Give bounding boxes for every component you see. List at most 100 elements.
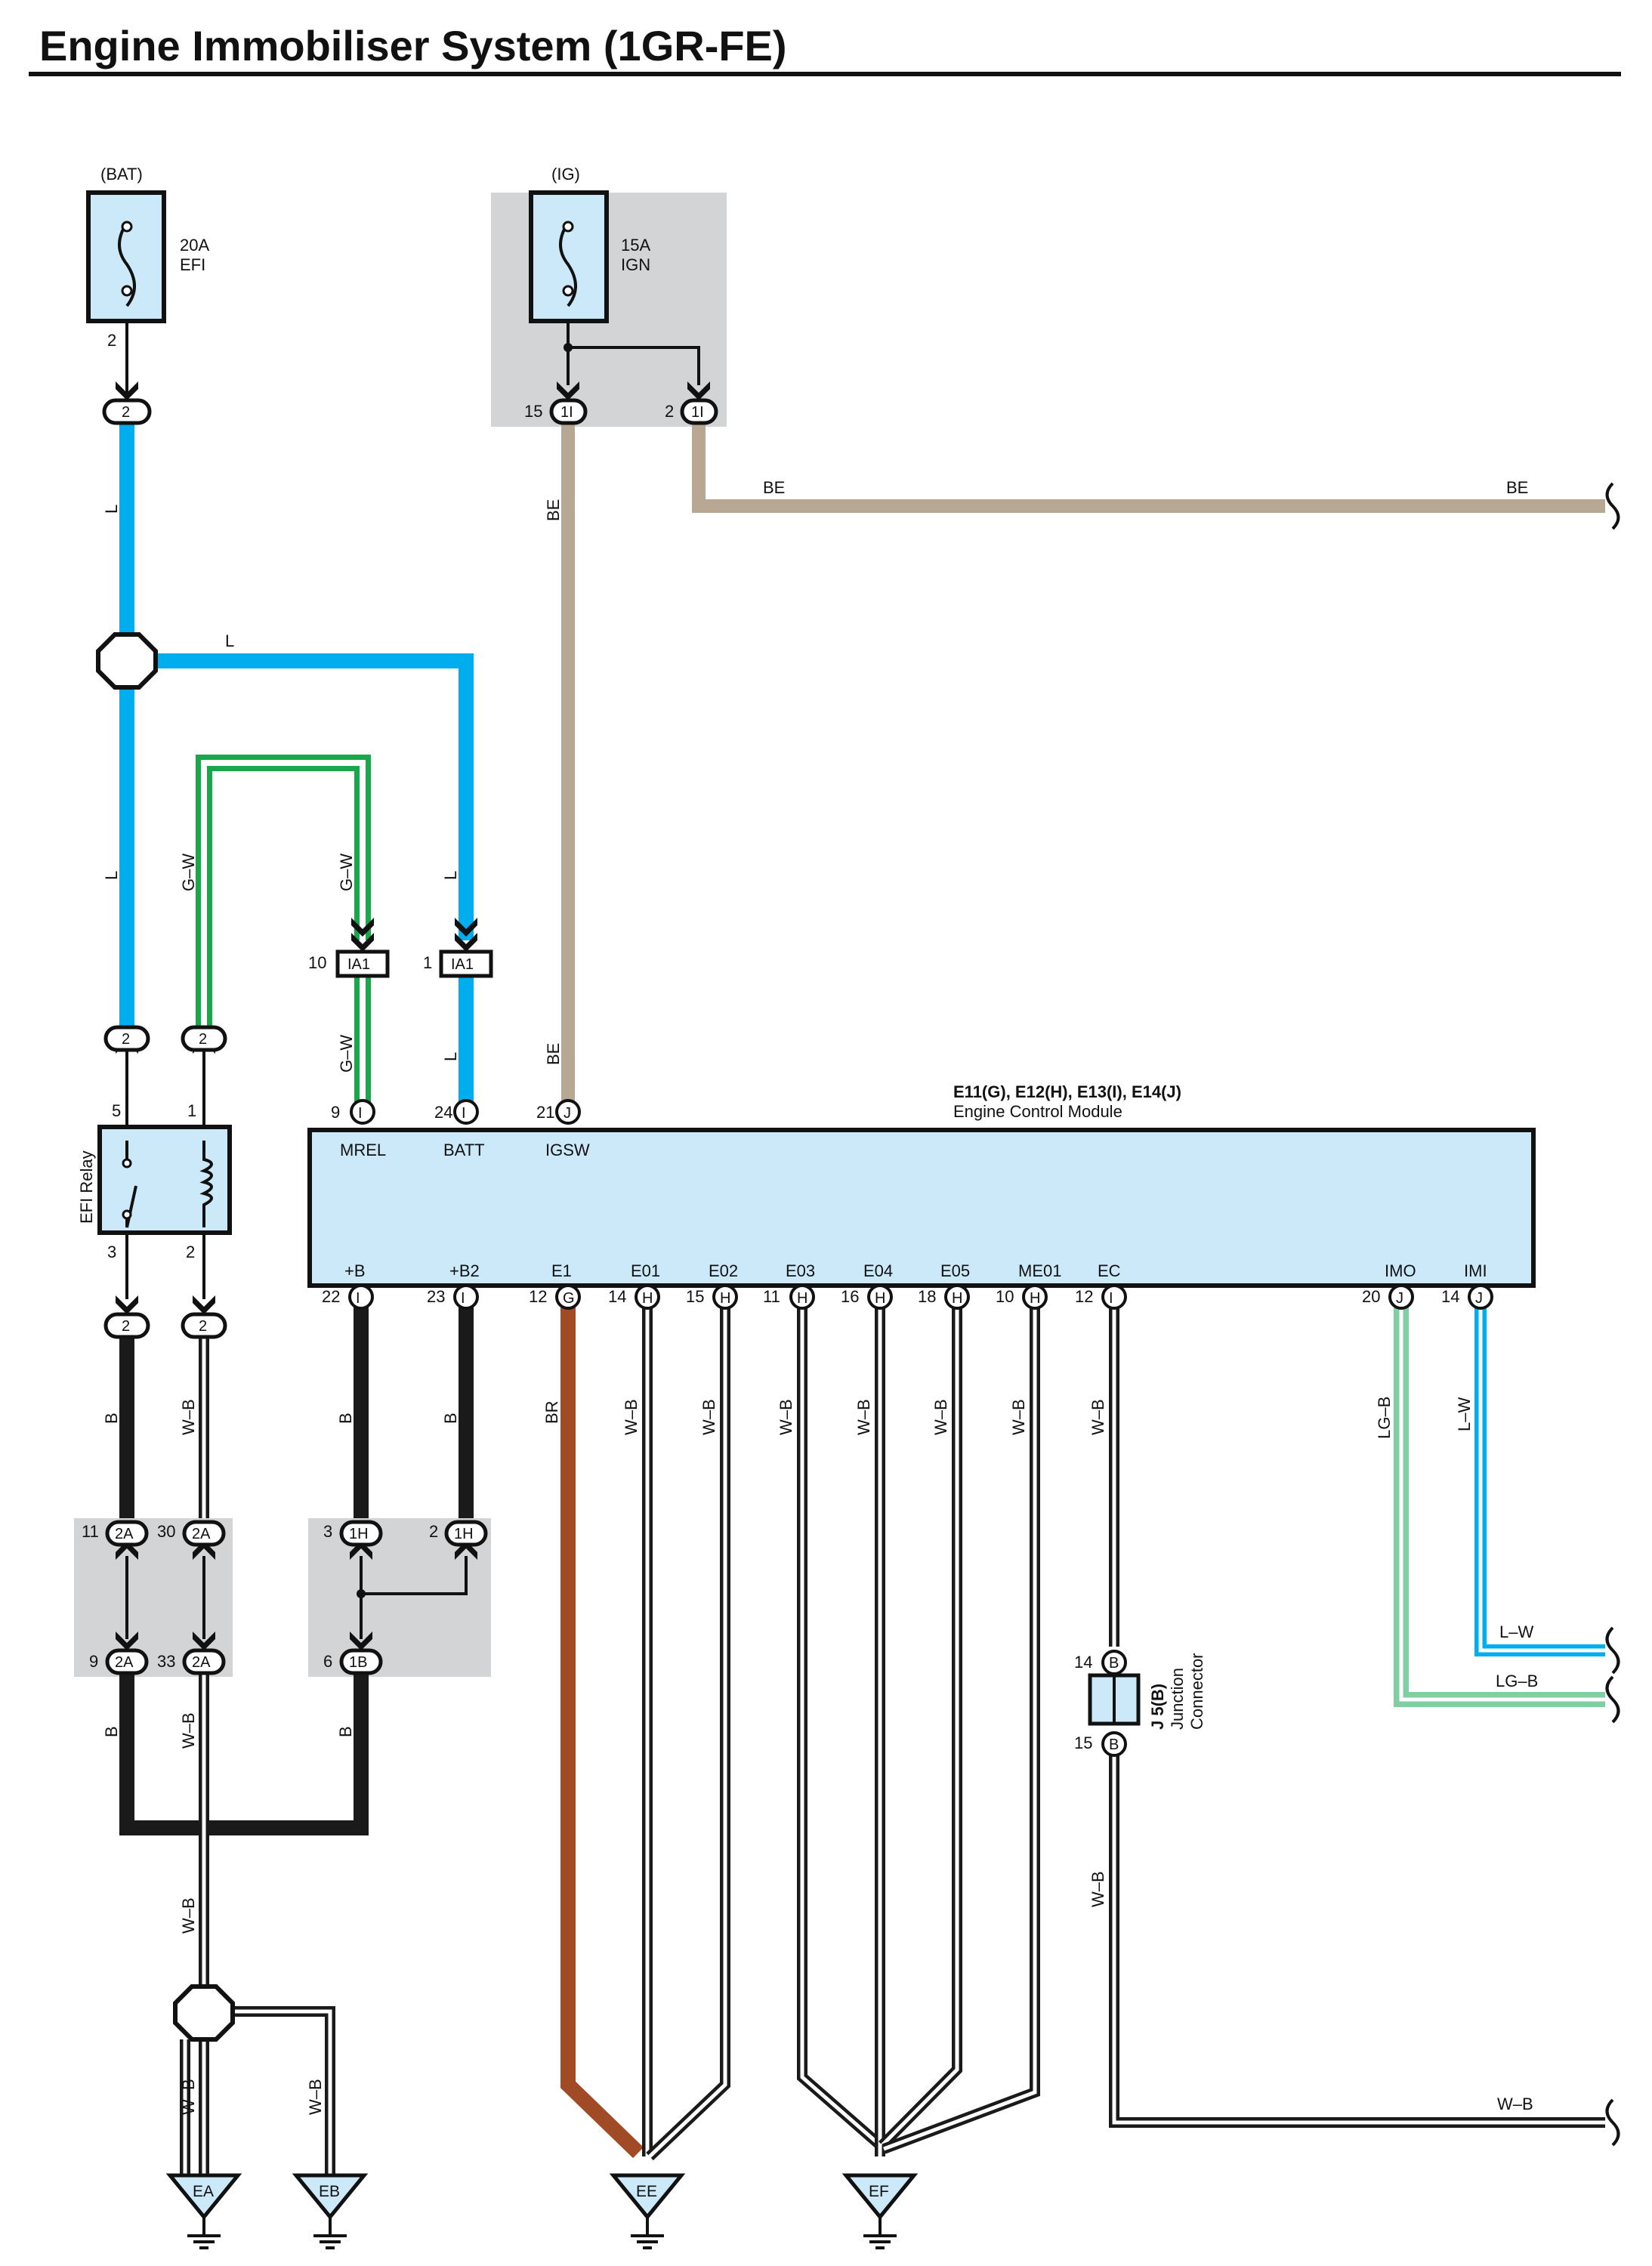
wl-gw-2: G–W (337, 854, 356, 891)
ecm-conn-ring-e04 (867, 1284, 893, 1310)
ecm-title: E11(G), E12(H), E13(I), E14(J) (953, 1082, 1181, 1101)
ecm-conn-ring-e02 (712, 1284, 738, 1310)
wl-be-2: BE (763, 478, 785, 497)
ecm-terminal-b: +B (344, 1261, 366, 1280)
ecm-conn-ring-e01 (635, 1284, 660, 1310)
ecm-terminal-ec: EC (1098, 1261, 1121, 1280)
junction-line1: Junction (1168, 1668, 1187, 1730)
relay-pin1: 1 (187, 1101, 196, 1120)
1h-tr-conn: 1H (454, 1526, 474, 1542)
wl-wb-e05: W–B (931, 1399, 950, 1435)
2a-br-pin: 33 (157, 1652, 175, 1671)
relay-conn-top-left: 2 (122, 1031, 130, 1048)
wl-wb-e02: W–B (699, 1399, 718, 1435)
ecm-terminal-imi: IMI (1464, 1261, 1487, 1280)
wl-wb-e01: W–B (622, 1399, 641, 1435)
wl-lgb-2: LG–B (1496, 1672, 1538, 1690)
relay-pin5: 5 (112, 1101, 121, 1120)
bat-label: (BAT) (100, 165, 143, 184)
fuse-ign-name: IGN (621, 255, 650, 274)
ia1-left-pin: 10 (308, 953, 326, 972)
wire-labels: L L L L L BE BE BE BE G–W G–W G–W B W–B … (102, 478, 1538, 2115)
wire-be-right (692, 423, 1605, 513)
ground-earth-ef (863, 2217, 897, 2249)
wl-wb-ec: W–B (1088, 1399, 1107, 1435)
ecm-terminal-e04: E04 (863, 1261, 893, 1280)
wl-b-1: B (102, 1412, 121, 1424)
ecm-conn-imo: J (1396, 1290, 1403, 1307)
junction-pin-top: 14 (1074, 1653, 1092, 1672)
relay-pin3: 3 (107, 1243, 116, 1261)
ground-symbol-ea (165, 2173, 242, 2220)
ecm-conn-e03: H (797, 1290, 807, 1307)
1h-tl-pin: 3 (323, 1522, 332, 1541)
ecm-conn-mrel: I (358, 1105, 363, 1122)
wl-l-2: L (225, 631, 234, 650)
ig-conn-right: 1I (691, 404, 704, 421)
connectors: 2 15 1I 2 1I 10 IA1 1 IA1 2 2 2 2 11 2A … (82, 398, 718, 1675)
wl-l-4: L (441, 871, 460, 880)
ecm-pin-e1: 12 (529, 1287, 547, 1306)
ground-earth-eb (313, 2217, 347, 2249)
fuse-efi: (BAT) 20A EFI 2 (86, 165, 209, 350)
ecm-conn-e1: G (563, 1290, 575, 1307)
bat-conn: 2 (122, 404, 130, 421)
page-title: Engine Immobiliser System (1GR-FE) (39, 22, 787, 69)
ground-earth-ea (187, 2217, 221, 2249)
ecm-conn-e04: H (875, 1290, 885, 1307)
ecm-conn-b: I (356, 1290, 360, 1307)
wl-wb-3: W–B (179, 1897, 198, 1934)
fuse-efi-name: EFI (180, 255, 205, 274)
ig-pin-right: 2 (665, 402, 674, 421)
wl-lw-2: L–W (1499, 1622, 1533, 1641)
1h-b-pin: 6 (323, 1652, 332, 1671)
fuse-efi-amp: 20A (180, 236, 209, 255)
1h-b-conn: 1B (349, 1654, 367, 1671)
ig-pin-left: 15 (524, 402, 542, 421)
ecm-subtitle: Engine Control Module (953, 1102, 1122, 1121)
ecm-pin-e02: 15 (686, 1287, 704, 1306)
wl-wb-ec2: W–B (1088, 1871, 1107, 1907)
relay-conn-bottom-right: 2 (199, 1318, 207, 1335)
wl-be-3: BE (1506, 478, 1528, 497)
relay-conn-top-right: 2 (199, 1031, 207, 1048)
junction-pin-bottom: 15 (1074, 1733, 1092, 1752)
fuse-ign: (IG) 15A IGN (529, 165, 650, 323)
wire-breaks (1605, 482, 1620, 2147)
wl-l-1: L (102, 505, 121, 514)
ia1-right-conn: IA1 (451, 956, 474, 973)
ig-conn-left: 1I (560, 404, 573, 421)
ecm-pin-e04: 16 (841, 1287, 859, 1306)
ground-label-eb: EB (319, 2183, 340, 2200)
wl-wb-2: W–B (179, 1712, 198, 1749)
wl-wb-me01: W–B (1009, 1399, 1028, 1435)
ecm-terminal-b2: +B2 (449, 1261, 480, 1280)
ecm-conn-ring-me01 (1022, 1284, 1048, 1310)
ecm-pin-e01: 14 (608, 1287, 626, 1306)
ecm-conn-ring-mrel (350, 1099, 375, 1125)
ground-label-ea: EA (193, 2183, 214, 2200)
wl-gw-1: G–W (179, 854, 198, 891)
1h-tr-pin: 2 (429, 1522, 438, 1541)
ecm-conn-ring-e03 (789, 1284, 815, 1310)
ig-label: (IG) (551, 165, 580, 184)
ecm-pin-b2: 23 (427, 1287, 445, 1306)
junction-line2: Connector (1187, 1653, 1206, 1730)
ecm-conn-e01: H (642, 1290, 653, 1307)
ecm-pin-imo: 20 (1362, 1287, 1380, 1306)
2a-tl-pin: 11 (82, 1522, 99, 1541)
wl-b-4: B (102, 1726, 121, 1737)
relay-label: EFI Relay (77, 1150, 96, 1224)
ecm-conn-b2: I (461, 1290, 465, 1307)
ecm-terminal-e03: E03 (786, 1261, 815, 1280)
ecm-terminal-e02: E02 (709, 1261, 738, 1280)
ecm-conn-ec: I (1109, 1290, 1113, 1307)
wl-wb-e03: W–B (777, 1399, 795, 1435)
wl-lw-1: L–W (1455, 1397, 1474, 1431)
ia1-left-conn: IA1 (347, 956, 370, 973)
ecm-conn-ring-imo (1388, 1284, 1414, 1310)
ecm-pin-imi: 14 (1441, 1287, 1459, 1306)
ecm-conn-ring-ec (1101, 1284, 1127, 1310)
wl-be-1: BE (544, 499, 563, 521)
